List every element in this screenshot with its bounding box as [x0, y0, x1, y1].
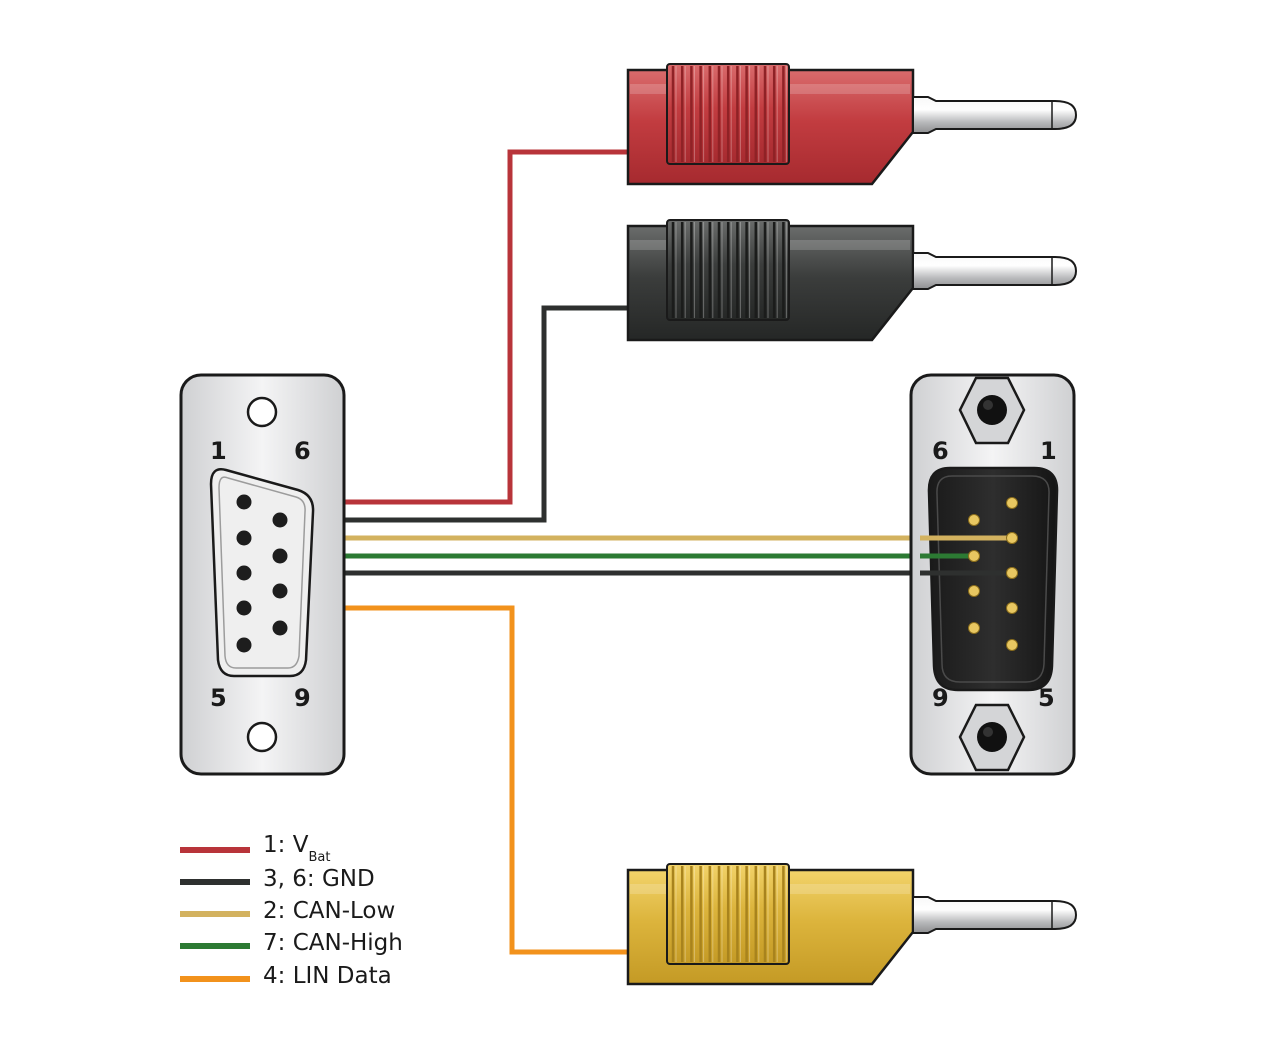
pin-6	[968, 514, 980, 526]
female-label-bottom-right: 9	[294, 684, 311, 712]
plug-metal-pin	[912, 896, 1078, 934]
wire-lin	[244, 605, 628, 955]
socket-1	[236, 494, 252, 510]
socket-6	[272, 512, 288, 528]
banana-plugs	[626, 63, 1078, 986]
mounting-hole	[246, 721, 278, 753]
legend-item: 4: LIN Data	[180, 963, 392, 989]
pin-1	[1006, 497, 1018, 509]
legend-label: 2: CAN-Low	[263, 898, 395, 924]
plug-grip	[666, 63, 790, 165]
socket-3	[236, 565, 252, 581]
female-label-top-right: 6	[294, 437, 311, 465]
hex-standoff-top	[958, 376, 1026, 445]
hex-standoff-bottom	[958, 703, 1026, 772]
female-label-bottom-left: 5	[210, 684, 227, 712]
wires	[244, 149, 1012, 955]
legend-label: 7: CAN-High	[263, 930, 403, 956]
plug-grip	[666, 863, 790, 965]
legend-item: 3, 6: GND	[180, 866, 375, 892]
pin-5	[1006, 639, 1018, 651]
legend: 1: VBat 3, 6: GND 2: CAN-Low 7: CAN-High…	[180, 832, 403, 989]
male-label-top-right: 1	[1040, 437, 1057, 465]
male-label-top-left: 6	[932, 437, 949, 465]
black-banana-plug	[626, 219, 1078, 342]
pin-8	[968, 585, 980, 597]
female-dsub-connector: 1 6 5 9	[179, 373, 346, 776]
socket-4	[236, 600, 252, 616]
wire-gnd-pin6	[280, 305, 628, 523]
legend-item: 1: VBat	[180, 832, 330, 865]
socket-9	[272, 620, 288, 636]
red-banana-plug	[626, 63, 1078, 186]
socket-5	[236, 637, 252, 653]
legend-subscript: Bat	[308, 850, 330, 865]
pin-9	[968, 622, 980, 634]
legend-label: 1: VBat	[263, 832, 330, 865]
female-housing	[209, 468, 315, 678]
legend-label: 3, 6: GND	[263, 866, 375, 892]
pin-4	[1006, 602, 1018, 614]
plug-metal-pin	[912, 96, 1078, 134]
yellow-banana-plug	[626, 863, 1078, 986]
mounting-hole	[246, 396, 278, 428]
female-label-top-left: 1	[210, 437, 227, 465]
plug-grip	[666, 219, 790, 321]
legend-label: 4: LIN Data	[263, 963, 392, 989]
male-label-bottom-left: 9	[932, 684, 949, 712]
socket-2	[236, 530, 252, 546]
wire-ends-male	[920, 532, 1018, 579]
socket-8	[272, 583, 288, 599]
male-shell	[927, 466, 1059, 692]
male-label-bottom-right: 5	[1038, 684, 1055, 712]
plug-metal-pin	[912, 252, 1078, 290]
socket-7	[272, 548, 288, 564]
wire-vbat	[244, 149, 628, 505]
legend-item: 2: CAN-Low	[180, 898, 395, 924]
legend-item: 7: CAN-High	[180, 930, 403, 956]
